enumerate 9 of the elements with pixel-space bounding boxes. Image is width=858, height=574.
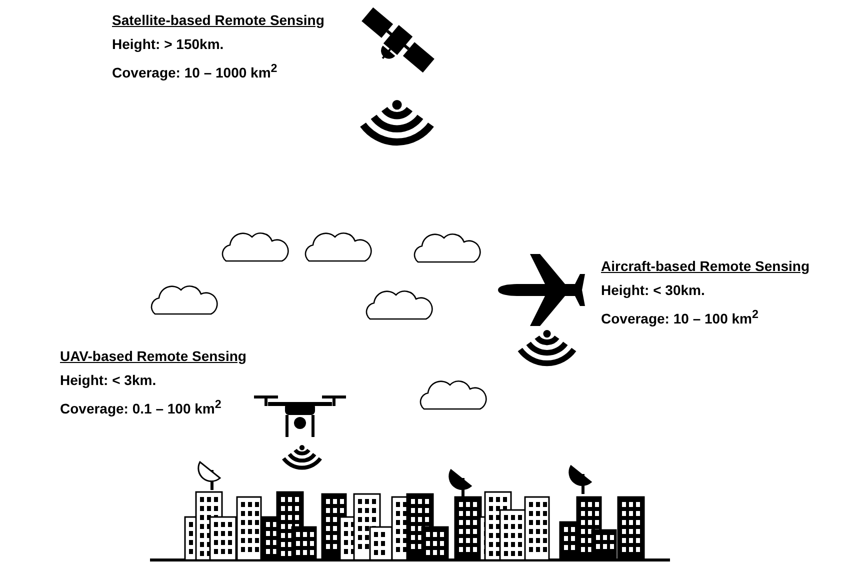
spec-text: Height: > 150km. xyxy=(112,36,224,53)
spec-text: Height: < 3km. xyxy=(60,372,156,389)
spec-text: Coverage: 10 – 1000 km$^{2}$ xyxy=(112,61,278,82)
spec-text: Coverage: 0.1 – 100 km$^{2}$ xyxy=(60,397,222,418)
spec-text: Coverage: 10 – 100 km$^{2}$ xyxy=(601,307,758,328)
heading-text: Satellite-based Remote Sensing xyxy=(112,12,324,29)
heading-text: UAV-based Remote Sensing xyxy=(60,348,246,365)
heading-text: Aircraft-based Remote Sensing xyxy=(601,258,810,275)
spec-text: Height: < 30km. xyxy=(601,282,705,299)
